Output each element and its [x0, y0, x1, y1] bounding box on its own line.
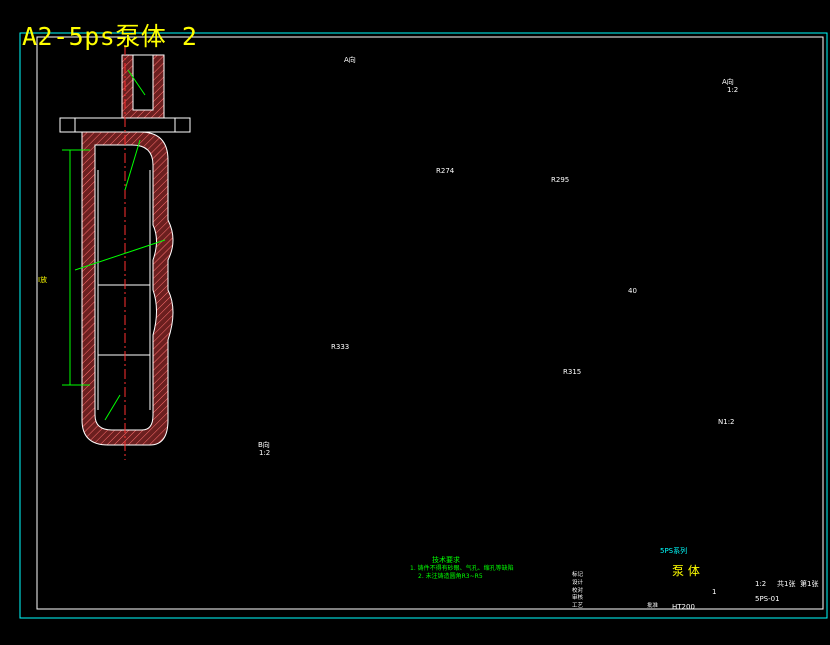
tb-part-name: 泵 体: [672, 564, 700, 578]
dim-r315: R315: [563, 368, 582, 376]
side-section-view: [59, 45, 191, 460]
tb-series: 5PS系列: [660, 547, 688, 555]
detail-n-label: N1:2: [718, 418, 735, 426]
section-b-label: B向: [258, 441, 270, 449]
tb-row-0: 标记: [572, 572, 584, 578]
view-a-scale: 1:2: [727, 86, 739, 94]
tb-row-1: 设计: [572, 580, 584, 586]
tech-notes-heading: 技术要求: [432, 556, 460, 564]
drawing-title: A2-5ps泵体 2: [22, 22, 198, 51]
inner-border: [36, 36, 824, 610]
tech-notes-line2: 2. 未注铸造圆角R3~R5: [418, 573, 483, 580]
dim-r274: R274: [436, 167, 455, 175]
tb-quantity: 1: [712, 588, 717, 596]
tb-row-3: 审核: [572, 595, 584, 601]
tb-sheet-no: 第1张: [800, 580, 819, 588]
tb-row-2: 校对: [572, 588, 584, 594]
side-section-label: I放: [38, 276, 48, 284]
tb-scale: 1:2: [755, 580, 767, 588]
tb-sheet: 共1张: [777, 580, 796, 588]
tech-notes-line1: 1. 铸件不得有砂眼、气孔、缩孔等缺陷: [410, 565, 514, 572]
dim-r295: R295: [551, 176, 570, 184]
view-a-marker: A向: [344, 56, 356, 64]
dim-r333: R333: [331, 343, 350, 351]
view-a-label: A向: [722, 78, 734, 86]
tb-material: HT200: [672, 603, 695, 611]
section-b-scale: 1:2: [259, 449, 271, 457]
tb-drawing-no: 5PS-01: [755, 595, 780, 603]
tb-row-4: 工艺: [572, 603, 584, 609]
dim-r40: 40: [628, 287, 637, 295]
tb-row-5: 批准: [647, 603, 659, 609]
outer-border: [19, 32, 828, 619]
